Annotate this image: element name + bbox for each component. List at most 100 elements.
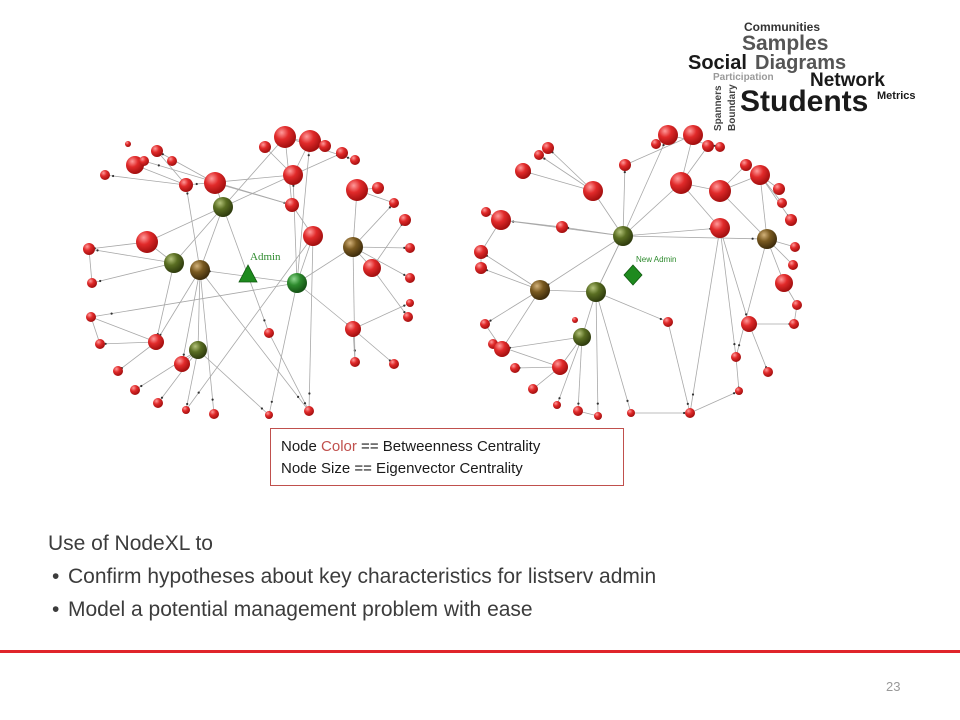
edge-arrowhead (596, 402, 599, 405)
network-node (740, 159, 752, 171)
edge-arrowhead (303, 402, 307, 405)
network-node (515, 163, 531, 179)
network-node (336, 147, 348, 159)
network-node (510, 363, 520, 373)
network-node (83, 243, 95, 255)
network-node (179, 178, 193, 192)
network-node (389, 198, 399, 208)
bullet-item: Model a potential management problem wit… (52, 593, 656, 626)
word-network: Network (810, 70, 885, 91)
network-node (287, 273, 307, 293)
network-edge (99, 341, 157, 345)
network-edge (185, 235, 314, 411)
network-node (403, 312, 413, 322)
edge-arrowhead (160, 396, 164, 399)
edge-arrowhead (211, 398, 214, 401)
network-node (213, 197, 233, 217)
network-edge (292, 174, 298, 284)
network-node (153, 398, 163, 408)
new-admin-node-diamond (623, 264, 643, 286)
edge-arrowhead (691, 393, 695, 396)
network-edge (156, 150, 216, 184)
network-node (189, 341, 207, 359)
edge-arrowhead (99, 279, 102, 283)
network-node (683, 125, 703, 145)
edge-arrowhead (686, 402, 689, 405)
network-edge (185, 174, 294, 186)
network-edge (547, 147, 594, 192)
network-node (494, 341, 510, 357)
edge-arrowhead (186, 402, 189, 406)
legend-color-word: Color (321, 438, 357, 455)
network-node (113, 366, 123, 376)
network-edge (134, 349, 199, 391)
edge-arrowhead (623, 171, 626, 174)
network-edge (352, 202, 395, 248)
network-edge (719, 227, 737, 358)
node-layer-left (83, 126, 415, 419)
edge-arrowhead (626, 399, 629, 402)
admin-node-triangle (238, 264, 258, 283)
legend-box: Node Color == Betweenness Centrality Nod… (270, 428, 624, 486)
edge-arrowhead (683, 411, 686, 415)
edge-arrowhead (260, 407, 263, 410)
network-edge (296, 140, 311, 284)
network-node (715, 142, 725, 152)
network-edge (667, 321, 691, 414)
network-node (788, 260, 798, 270)
network-edge (88, 248, 175, 264)
network-edge (622, 164, 626, 237)
network-node (345, 321, 361, 337)
network-edge (268, 282, 298, 416)
network-node (651, 139, 661, 149)
network-edge (181, 269, 201, 365)
network-node (741, 316, 757, 332)
network-node (775, 274, 793, 292)
legend-line-color: Node Color == Betweenness Centrality (281, 438, 541, 455)
bullet-item: Confirm hypotheses about key characteris… (52, 560, 656, 593)
network-node (405, 243, 415, 253)
network-edge (197, 269, 201, 351)
network-edge (222, 136, 286, 208)
network-node (299, 130, 321, 152)
network-node (757, 229, 777, 249)
edge-arrowhead (112, 174, 115, 178)
network-edge (719, 190, 768, 240)
network-edge (199, 206, 224, 271)
network-edge (500, 219, 563, 228)
network-node (627, 409, 635, 417)
network-edge (480, 251, 541, 291)
network-node (670, 172, 692, 194)
edge-arrowhead (297, 395, 300, 398)
network-node (773, 183, 785, 195)
network-edge (624, 134, 694, 166)
network-edge (539, 235, 624, 291)
network-node (553, 401, 561, 409)
network-diagram-left: Admin (83, 126, 415, 419)
network-node (480, 319, 490, 329)
network-edge (155, 269, 201, 343)
network-edge (157, 349, 199, 404)
network-edge (90, 316, 157, 343)
edge-arrowhead (662, 144, 665, 147)
network-edge (595, 235, 624, 293)
network-node (190, 260, 210, 280)
network-edge (556, 336, 583, 406)
edge-arrowhead (157, 164, 160, 167)
network-node (663, 317, 673, 327)
edge-arrowhead (558, 397, 561, 400)
network-edge (622, 182, 682, 237)
network-edge (185, 184, 201, 271)
network-edge (91, 262, 175, 284)
network-edge (577, 336, 583, 412)
network-node (573, 328, 591, 346)
network-node (136, 231, 158, 253)
network-node (204, 172, 226, 194)
edge-arrowhead (140, 384, 143, 388)
network-node (164, 253, 184, 273)
network-node (789, 319, 799, 329)
network-node (534, 150, 544, 160)
network-node (405, 273, 415, 283)
network-edge (719, 227, 750, 325)
body-text: Use of NodeXL to Confirm hypotheses abou… (48, 527, 656, 626)
